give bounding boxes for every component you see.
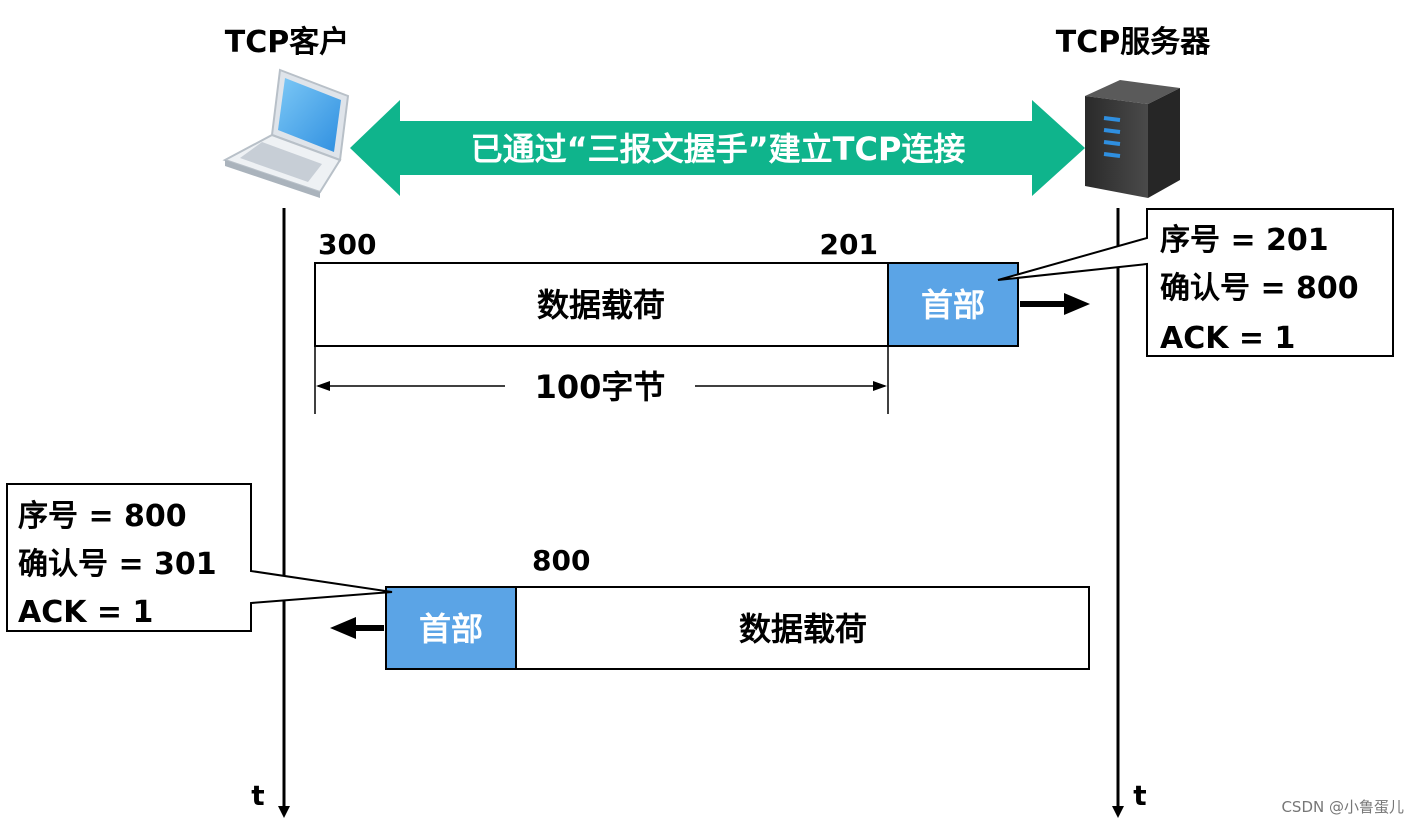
segment1-callout-seq: 序号 = 201 — [1160, 223, 1329, 258]
segment1-length-dimension — [314, 346, 889, 414]
segment1-direction-arrow — [1020, 293, 1090, 315]
segment1-length-label: 100字节 — [535, 368, 666, 406]
segment1-callout-ack-num: 确认号 = 800 — [1160, 271, 1359, 306]
segment1-payload-label: 数据载荷 — [537, 286, 665, 324]
server-tower-icon — [1085, 80, 1180, 198]
watermark-text: CSDN @小鲁蛋儿 — [1281, 798, 1404, 816]
segment2-seq-label: 800 — [532, 544, 590, 577]
segment1-header-box — [887, 262, 1019, 347]
server-title: TCP服务器 — [1056, 25, 1211, 60]
client-timeline-arrowhead — [278, 806, 290, 818]
segment2-direction-arrow — [330, 617, 384, 639]
client-title: TCP客户 — [225, 25, 349, 60]
segment2-payload-box — [515, 586, 1090, 670]
server-time-label: t — [1133, 779, 1146, 812]
segment1-payload-box — [314, 262, 889, 347]
handshake-banner-text: 已通过“三报文握手”建立TCP连接 — [471, 130, 966, 168]
client-time-label: t — [251, 779, 264, 812]
segment2-payload-label: 数据载荷 — [739, 610, 867, 648]
server-timeline-arrowhead — [1112, 806, 1124, 818]
handshake-double-arrow — [350, 100, 1085, 196]
segment1-seq-end-label: 201 — [820, 228, 878, 261]
segment2-callout-seq: 序号 = 800 — [18, 499, 187, 534]
segment2-callout-ack-num: 确认号 = 301 — [18, 547, 217, 582]
segment2-header-label: 首部 — [419, 610, 483, 648]
segment1-header-label: 首部 — [921, 286, 985, 324]
segment1-seq-start-label: 300 — [318, 228, 376, 261]
laptop-icon — [222, 68, 350, 198]
segment1-callout — [997, 208, 1394, 357]
segment2-callout — [6, 483, 393, 632]
segment2-callout-ack-flag: ACK = 1 — [18, 595, 153, 630]
segment1-callout-ack-flag: ACK = 1 — [1160, 321, 1295, 356]
